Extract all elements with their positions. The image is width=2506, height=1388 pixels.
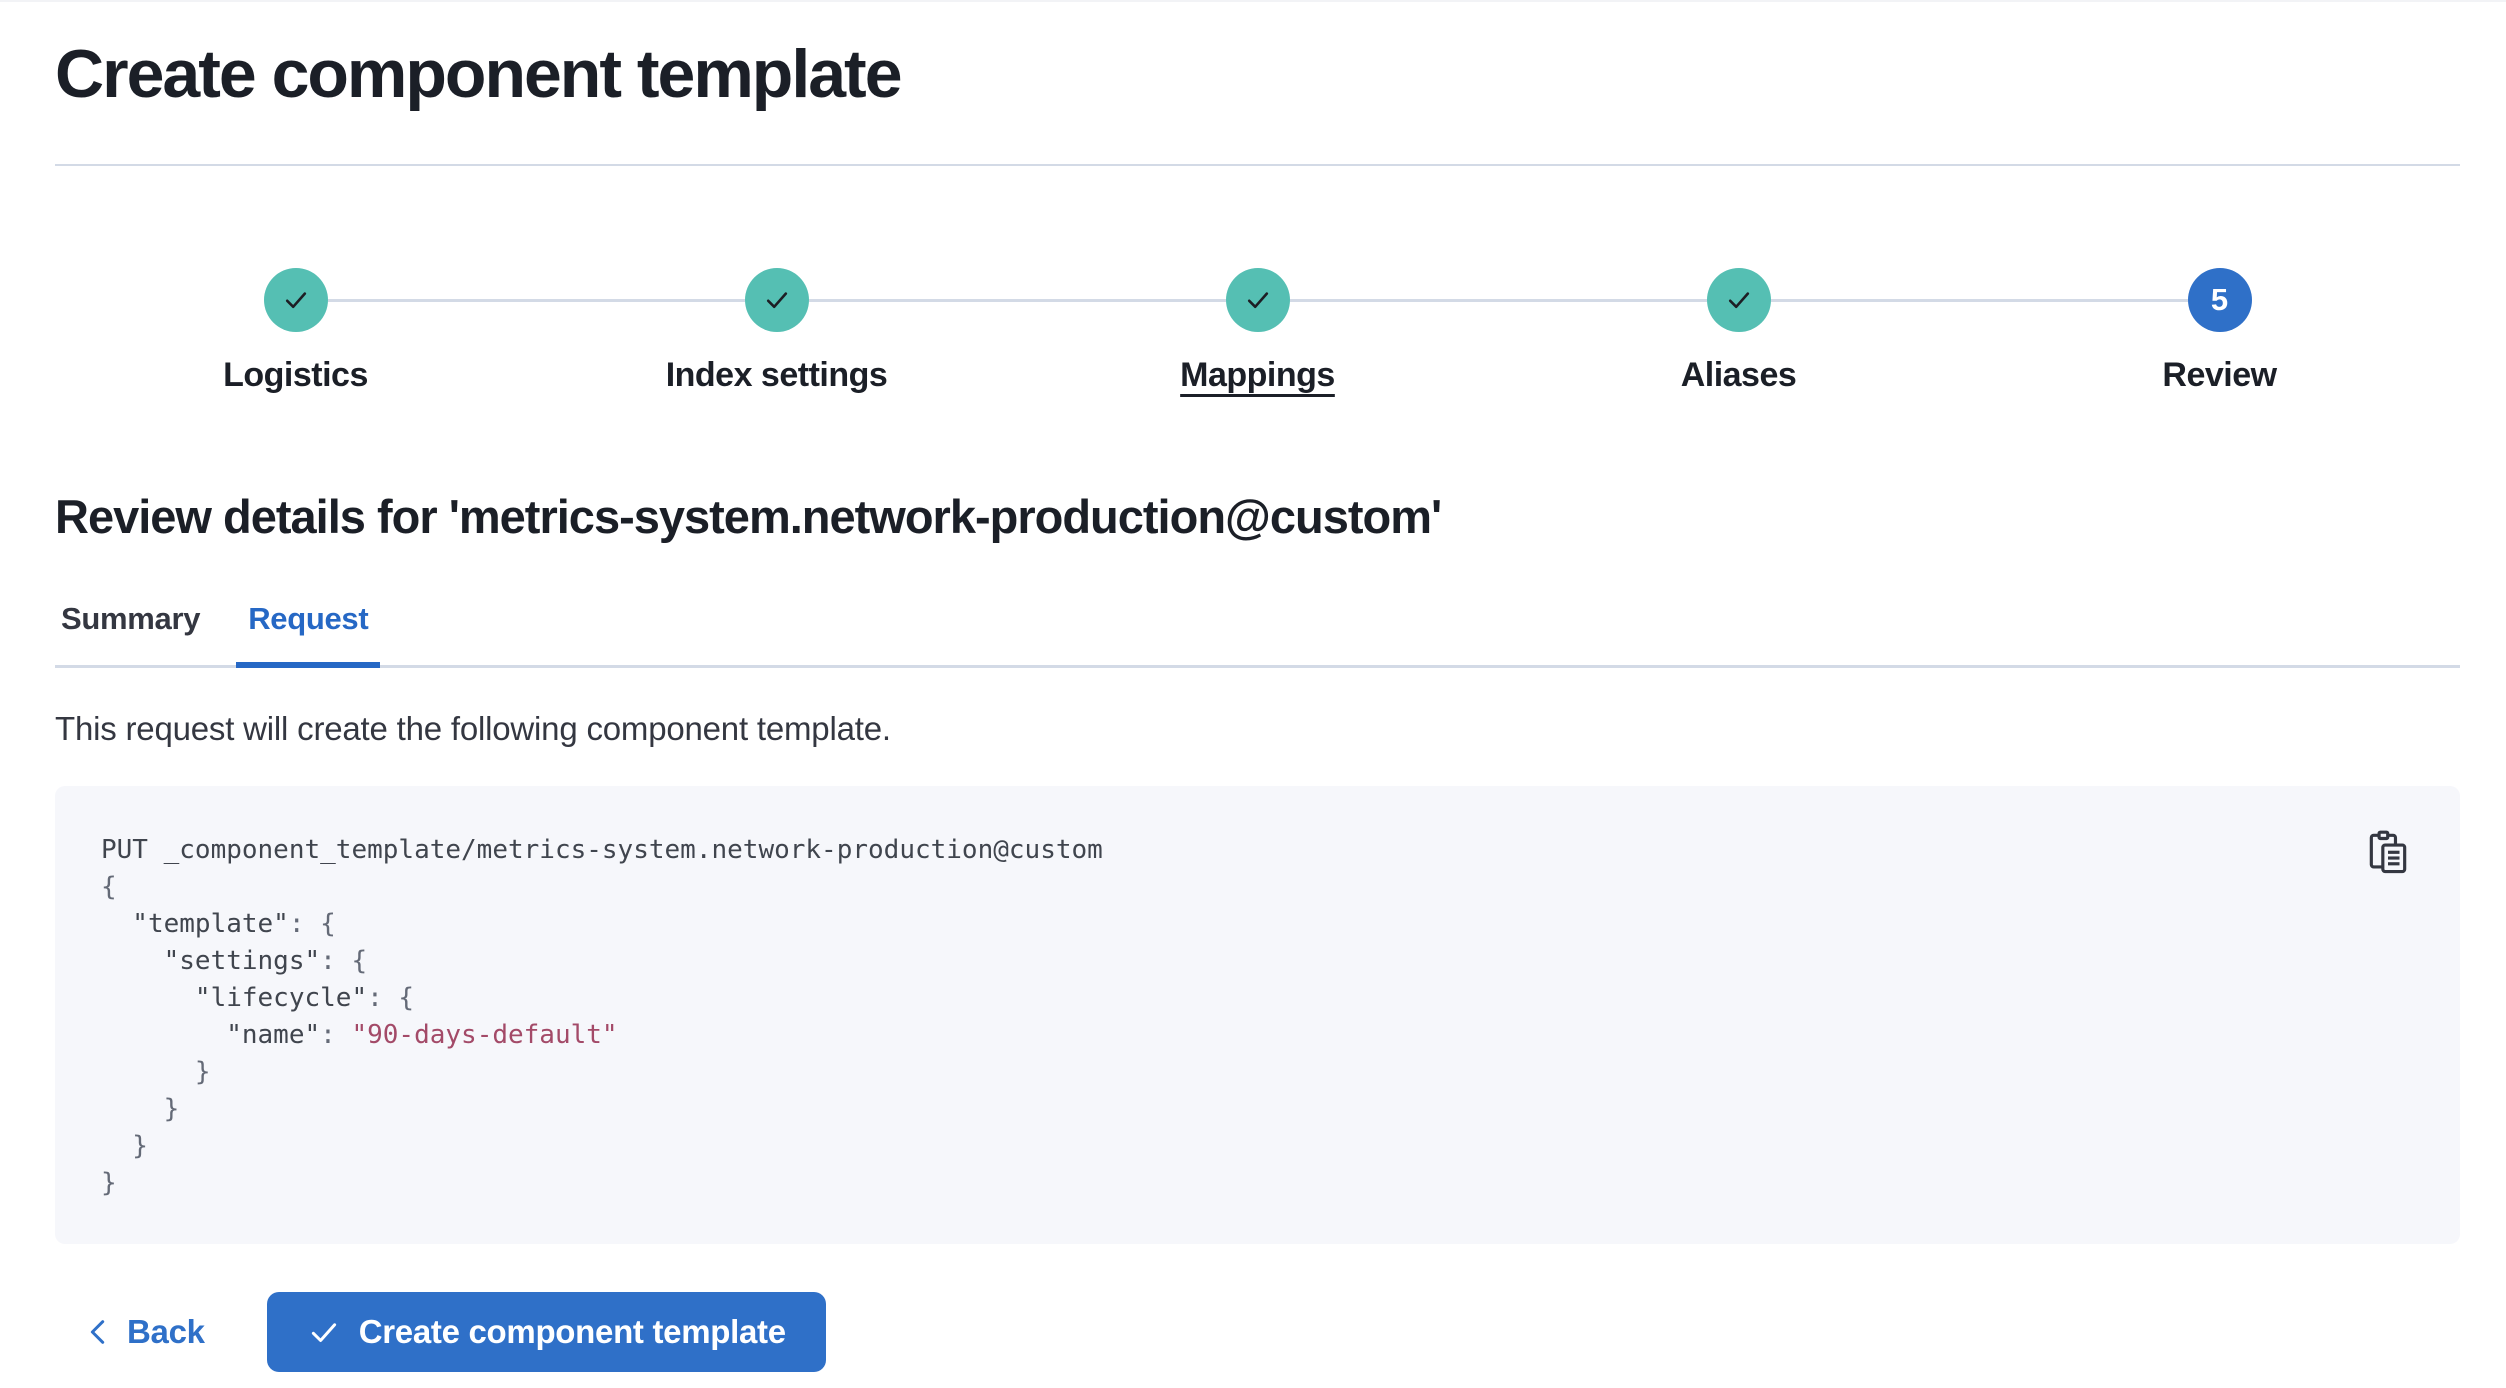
- step-complete-check-icon: [263, 268, 328, 332]
- step-number-badge: 5: [2187, 268, 2252, 332]
- tab-summary[interactable]: Summary: [49, 601, 212, 665]
- code-string-token: "90-days-default": [351, 1020, 618, 1050]
- step-connector-line: [1498, 299, 1707, 302]
- request-description: This request will create the following c…: [55, 710, 891, 747]
- step-label: Aliases: [1680, 356, 1797, 394]
- create-button-label: Create component template: [358, 1313, 786, 1350]
- step-connector-line: [327, 299, 536, 302]
- step-mappings[interactable]: Mappings: [1017, 268, 1498, 395]
- chevron-left-icon: [90, 1320, 105, 1344]
- code-token: : {: [320, 946, 368, 976]
- step-aliases[interactable]: Aliases: [1498, 268, 1979, 395]
- back-button[interactable]: Back: [55, 1292, 229, 1372]
- step-connector-line: [536, 299, 745, 302]
- code-token: {: [101, 872, 117, 902]
- step-connector-line: [1017, 299, 1226, 302]
- step-complete-check-icon: [1706, 268, 1771, 332]
- code-token: }: [101, 1057, 211, 1087]
- create-component-template-button[interactable]: Create component template: [266, 1292, 826, 1372]
- copy-clipboard-icon: [2369, 830, 2407, 874]
- back-button-label: Back: [127, 1313, 205, 1350]
- title-divider: [55, 164, 2460, 166]
- page-title: Create component template: [55, 36, 903, 112]
- code-token: "lifecycle": [101, 983, 368, 1013]
- request-code-block: PUT _component_template/metrics-system.n…: [55, 786, 2460, 1244]
- code-token: "name": [101, 1020, 321, 1050]
- step-connector-line: [1289, 299, 1498, 302]
- code-token: }: [101, 1131, 148, 1161]
- step-index-settings[interactable]: Index settings: [536, 268, 1017, 395]
- tab-request[interactable]: Request: [236, 601, 381, 668]
- code-token: "settings": [101, 946, 321, 976]
- code-token: }: [101, 1094, 180, 1124]
- step-connector-line: [808, 299, 1017, 302]
- code-token: : {: [288, 909, 336, 939]
- step-label: Index settings: [665, 356, 888, 394]
- step-label: Logistics: [223, 356, 368, 394]
- code-token: :: [320, 1020, 352, 1050]
- step-label: Review: [2162, 356, 2277, 394]
- review-heading: Review details for 'metrics-system.netwo…: [55, 490, 1442, 543]
- code-token: "template": [101, 909, 289, 939]
- code-token: : {: [367, 983, 415, 1013]
- step-logistics[interactable]: Logistics: [55, 268, 536, 395]
- check-icon: [311, 1323, 336, 1342]
- code-token: }: [101, 1168, 117, 1198]
- copy-button[interactable]: [2360, 824, 2416, 880]
- step-connector-line: [1770, 299, 1979, 302]
- code-token: PUT _component_template/metrics-system.n…: [101, 835, 1103, 865]
- create-component-template-page: Create component template Logistics Index…: [55, 2, 2460, 1372]
- request-code-content: PUT _component_template/metrics-system.n…: [101, 832, 2414, 1202]
- step-complete-check-icon: [1225, 268, 1290, 332]
- footer-actions: Back Create component template: [55, 1292, 2460, 1372]
- step-connector-line: [1979, 299, 2188, 302]
- step-label: Mappings: [1180, 356, 1335, 394]
- step-complete-check-icon: [744, 268, 809, 332]
